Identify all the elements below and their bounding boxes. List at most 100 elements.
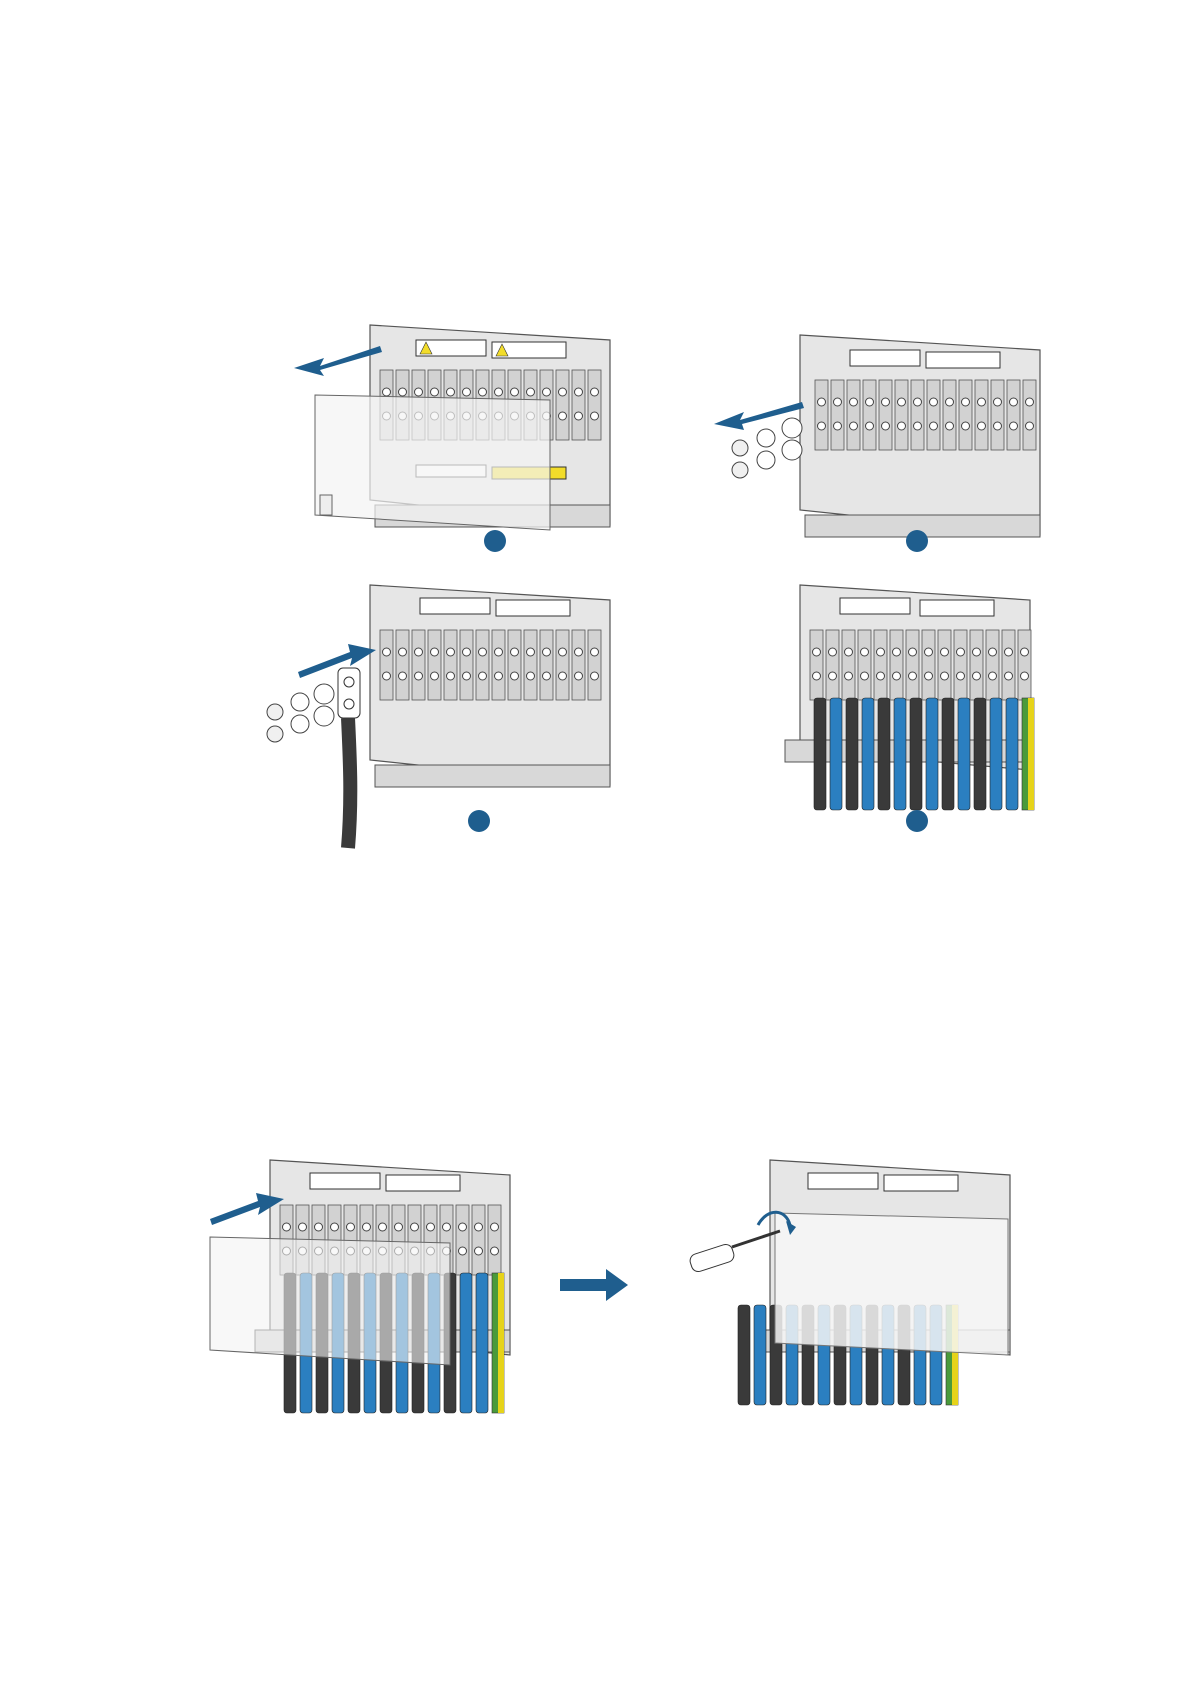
terminal-bolt bbox=[463, 388, 471, 396]
terminal-bolt bbox=[399, 672, 407, 680]
terminal bbox=[975, 380, 988, 450]
terminal-bolt bbox=[511, 388, 519, 396]
terminal bbox=[396, 630, 409, 700]
terminal-bolt bbox=[495, 388, 503, 396]
terminal-bolt bbox=[957, 672, 965, 680]
terminal bbox=[927, 380, 940, 450]
terminal bbox=[572, 630, 585, 700]
blue-cable bbox=[990, 698, 1002, 810]
terminal-bolt bbox=[447, 672, 455, 680]
step-2-remove-nuts-illustration bbox=[700, 320, 1040, 550]
terminal-bolt bbox=[946, 398, 954, 406]
terminal bbox=[815, 380, 828, 450]
terminal-bolt bbox=[994, 398, 1002, 406]
terminal bbox=[456, 1205, 469, 1275]
terminal bbox=[826, 630, 839, 700]
terminal-bolt bbox=[383, 388, 391, 396]
terminal bbox=[890, 630, 903, 700]
terminal-bolt bbox=[866, 398, 874, 406]
terminal-bolt bbox=[818, 422, 826, 430]
terminal-bolt bbox=[511, 672, 519, 680]
terminal-bolt bbox=[559, 672, 567, 680]
step-1-remove-cover-illustration bbox=[280, 310, 610, 540]
terminal-block-panel bbox=[800, 335, 1040, 537]
terminal-bolt bbox=[347, 1223, 355, 1231]
terminal-bolt bbox=[491, 1247, 499, 1255]
black-cable bbox=[942, 698, 954, 810]
terminal-bolt bbox=[914, 398, 922, 406]
terminal-bolt bbox=[957, 648, 965, 656]
cover-plate bbox=[210, 1237, 450, 1365]
terminal-bolt bbox=[813, 648, 821, 656]
terminal bbox=[943, 380, 956, 450]
terminal-bolt bbox=[1021, 672, 1029, 680]
terminal-bolt bbox=[447, 388, 455, 396]
terminal-bolt bbox=[962, 398, 970, 406]
terminal bbox=[895, 380, 908, 450]
terminal-bolt bbox=[431, 388, 439, 396]
terminal-bolt bbox=[829, 672, 837, 680]
terminal-bolt bbox=[491, 1223, 499, 1231]
terminal-bolt bbox=[978, 422, 986, 430]
terminal-bolt bbox=[930, 422, 938, 430]
terminal-bolt bbox=[946, 422, 954, 430]
terminal-block-panel bbox=[370, 585, 610, 787]
blue-cable bbox=[1006, 698, 1018, 810]
terminal bbox=[906, 630, 919, 700]
power-cable bbox=[348, 718, 350, 848]
terminal-bolt bbox=[834, 398, 842, 406]
terminal bbox=[412, 630, 425, 700]
terminal-bolt bbox=[813, 672, 821, 680]
terminal-bolt bbox=[527, 648, 535, 656]
washer-icon bbox=[757, 418, 802, 469]
nut-icon bbox=[267, 704, 283, 742]
terminal-bolt bbox=[877, 672, 885, 680]
terminal-bolt bbox=[914, 422, 922, 430]
terminal-bolt bbox=[898, 422, 906, 430]
nut-icon bbox=[732, 440, 748, 478]
terminal-bolt bbox=[575, 388, 583, 396]
terminal-bolt bbox=[877, 648, 885, 656]
terminal-bolt bbox=[941, 672, 949, 680]
terminal bbox=[556, 370, 569, 440]
black-cable bbox=[878, 698, 890, 810]
terminal-bolt bbox=[463, 648, 471, 656]
terminal-bolt bbox=[909, 672, 917, 680]
terminal-bolt bbox=[299, 1223, 307, 1231]
terminal-bolt bbox=[925, 672, 933, 680]
terminal-bolt bbox=[427, 1223, 435, 1231]
terminal bbox=[508, 630, 521, 700]
terminal bbox=[476, 630, 489, 700]
terminal-bolt bbox=[495, 648, 503, 656]
washer-icon bbox=[291, 684, 334, 733]
terminal bbox=[588, 370, 601, 440]
terminal-bolt bbox=[383, 648, 391, 656]
terminal-bolt bbox=[395, 1223, 403, 1231]
terminal-bolt bbox=[973, 672, 981, 680]
terminal-bolt bbox=[415, 388, 423, 396]
terminal bbox=[492, 630, 505, 700]
terminal-bolt bbox=[925, 648, 933, 656]
terminal-bolt bbox=[463, 672, 471, 680]
terminal bbox=[863, 380, 876, 450]
terminal-bolt bbox=[591, 672, 599, 680]
terminal-bolt bbox=[973, 648, 981, 656]
earth-cable-stripe bbox=[1028, 698, 1034, 810]
terminal bbox=[922, 630, 935, 700]
terminal-bolt bbox=[866, 422, 874, 430]
terminal-bolt bbox=[1026, 398, 1034, 406]
terminal-bolt bbox=[575, 672, 583, 680]
terminal-bolt bbox=[479, 388, 487, 396]
terminal bbox=[460, 630, 473, 700]
terminal-bolt bbox=[431, 648, 439, 656]
blue-cable bbox=[754, 1305, 766, 1405]
blue-cable bbox=[830, 698, 842, 810]
reinstall-cover-illustration bbox=[200, 1155, 520, 1415]
terminal-bolt bbox=[415, 672, 423, 680]
terminal-bolt bbox=[475, 1223, 483, 1231]
step-3-attach-cable-illustration bbox=[200, 580, 620, 850]
terminal-bolt bbox=[527, 388, 535, 396]
terminal-bolt bbox=[882, 422, 890, 430]
terminal-bolt bbox=[930, 398, 938, 406]
terminal-bolt bbox=[575, 648, 583, 656]
